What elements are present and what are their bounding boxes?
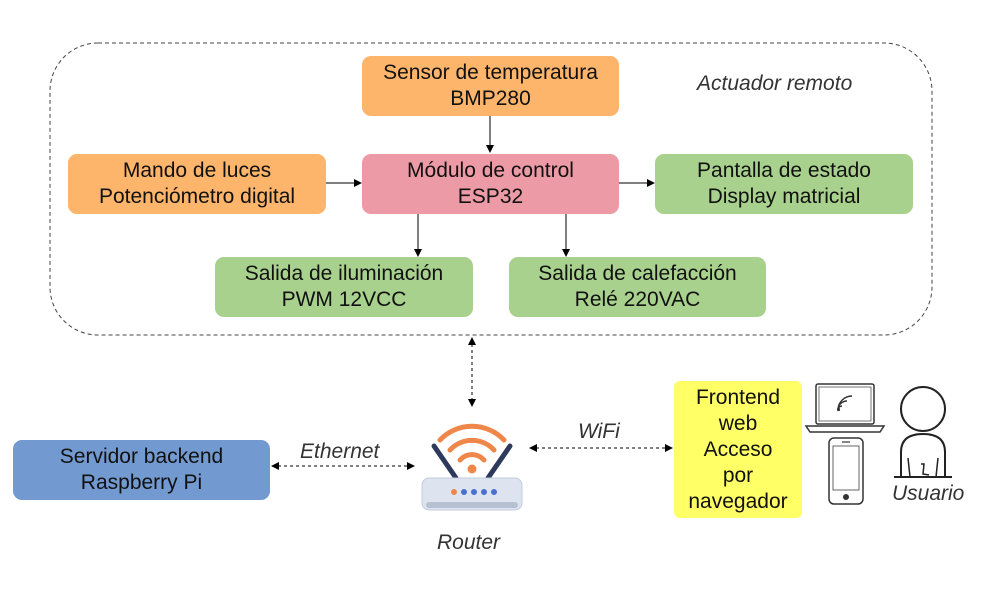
mando-title: Mando de luces (122, 159, 272, 182)
frontend-line-4: por (722, 463, 754, 487)
servidor-title: Servidor backend (59, 445, 224, 468)
sensor-box: Sensor de temperatura BMP280 (362, 56, 619, 116)
router-label: Router (437, 531, 501, 554)
frontend-line-2: web (718, 411, 758, 435)
servidor-box: Servidor backend Raspberry Pi (13, 440, 270, 500)
ilum-subtitle: PWM 12VCC (281, 288, 407, 311)
group-container (49, 42, 933, 336)
frontend-box: Frontend web Acceso por navegador (674, 381, 802, 518)
frontend-line-1: Frontend (695, 385, 781, 409)
modulo-box: Módulo de control ESP32 (362, 154, 619, 214)
mando-subtitle: Potenciómetro digital (98, 185, 296, 208)
calef-subtitle: Relé 220VAC (574, 288, 701, 311)
user-icon (894, 386, 952, 478)
smartphone-icon (828, 437, 864, 505)
ilum-title: Salida de iluminación (244, 262, 444, 285)
calef-box: Salida de calefacción Relé 220VAC (509, 257, 766, 317)
wifi-label: WiFi (578, 420, 620, 443)
pantalla-subtitle: Display matricial (707, 185, 861, 208)
group-label: Actuador remoto (697, 72, 853, 95)
ilum-box: Salida de iluminación PWM 12VCC (215, 257, 473, 317)
servidor-subtitle: Raspberry Pi (80, 471, 203, 494)
modulo-title: Módulo de control (407, 159, 574, 182)
user-label: Usuario (892, 482, 965, 505)
calef-title: Salida de calefacción (538, 262, 737, 285)
sensor-subtitle: BMP280 (450, 87, 531, 110)
ethernet-label: Ethernet (300, 440, 380, 463)
pantalla-box: Pantalla de estado Display matricial (655, 154, 913, 214)
laptop-icon (804, 383, 886, 433)
modulo-subtitle: ESP32 (457, 185, 524, 208)
frontend-line-3: Acceso (703, 437, 773, 461)
mando-box: Mando de luces Potenciómetro digital (68, 154, 326, 214)
router-icon (421, 423, 523, 511)
sensor-title: Sensor de temperatura (383, 61, 598, 84)
pantalla-title: Pantalla de estado (697, 159, 871, 182)
frontend-line-5: navegador (688, 489, 788, 513)
